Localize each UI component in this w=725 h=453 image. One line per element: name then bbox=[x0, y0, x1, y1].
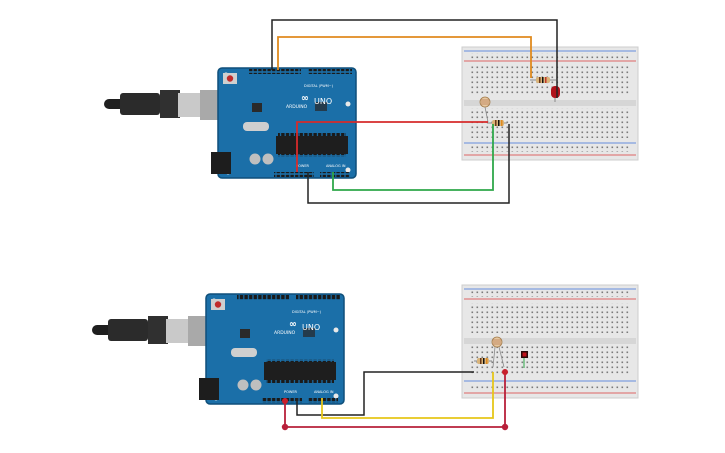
resistor[interactable] bbox=[487, 120, 507, 126]
wire-joint bbox=[501, 423, 509, 431]
wire-joint bbox=[282, 398, 288, 404]
board-digital-label: DIGITAL (PWM~) bbox=[292, 310, 322, 314]
circuit-2: ∞ ARDUINO UNO DIGITAL (PWM~) POWER ANALO… bbox=[92, 284, 639, 431]
board-analog-label: ANALOG IN bbox=[326, 164, 346, 168]
circuit-1: ∞ ARDUINO UNO DIGITAL (PWM~) POWER ANALO… bbox=[104, 19, 639, 204]
wire-green[interactable] bbox=[332, 124, 494, 191]
usb-cable[interactable] bbox=[92, 316, 206, 346]
photoresistor[interactable] bbox=[491, 336, 505, 368]
board-logo-infinity: ∞ bbox=[301, 93, 309, 104]
breadboard[interactable] bbox=[461, 46, 639, 161]
led-red[interactable] bbox=[521, 351, 528, 368]
wire-red[interactable] bbox=[296, 121, 488, 172]
board-power-label: POWER bbox=[296, 164, 310, 168]
breadboard[interactable] bbox=[461, 284, 639, 399]
board-model-label: UNO bbox=[314, 97, 332, 106]
board-power-label: POWER bbox=[284, 390, 298, 394]
wire-joint bbox=[502, 369, 508, 375]
board-brand-label: ARDUINO bbox=[274, 330, 296, 336]
arduino-uno-board[interactable] bbox=[199, 293, 345, 405]
arduino-uno-board[interactable] bbox=[211, 67, 357, 179]
wire-black[interactable] bbox=[296, 371, 474, 416]
resistor[interactable] bbox=[474, 358, 492, 364]
board-logo-infinity: ∞ bbox=[289, 319, 297, 330]
wire-orange[interactable] bbox=[277, 36, 532, 78]
board-analog-label: ANALOG IN bbox=[314, 390, 334, 394]
wire-red[interactable] bbox=[284, 372, 506, 428]
resistor[interactable] bbox=[530, 77, 556, 83]
wire-black[interactable] bbox=[271, 19, 558, 98]
board-model-label: UNO bbox=[302, 323, 320, 332]
board-digital-label: DIGITAL (PWM~) bbox=[304, 84, 334, 88]
wire-yellow[interactable] bbox=[321, 372, 494, 419]
usb-cable bbox=[104, 90, 218, 120]
wire-joint bbox=[281, 423, 289, 431]
board-brand-label: ARDUINO bbox=[286, 104, 308, 110]
wire-black[interactable] bbox=[307, 124, 510, 204]
photoresistor[interactable] bbox=[479, 96, 491, 123]
